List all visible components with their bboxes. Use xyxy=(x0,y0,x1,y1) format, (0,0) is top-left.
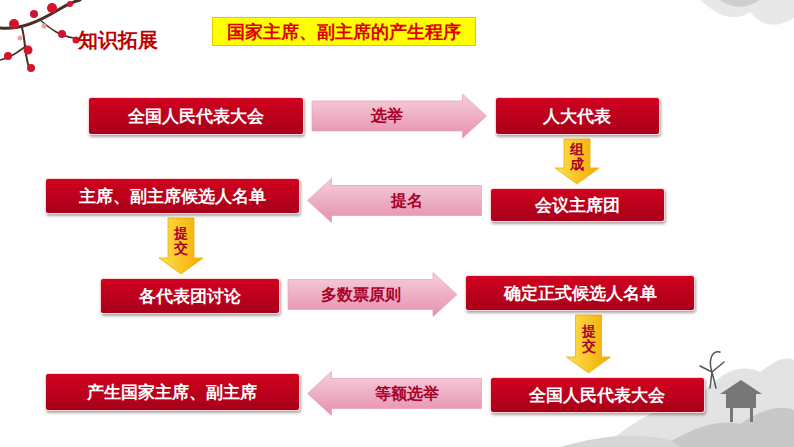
box-label: 全国人民代表大会 xyxy=(529,385,665,405)
section-label: 知识拓展 xyxy=(78,28,158,52)
process-box: 各代表团讨论 xyxy=(100,278,280,314)
block-arrow xyxy=(288,273,457,317)
process-box: 全国人民代表大会 xyxy=(88,97,304,135)
plum-branch xyxy=(0,0,80,70)
block-arrow xyxy=(308,372,482,416)
arrow-label: 提交 xyxy=(174,226,188,257)
process-box: 人大代表 xyxy=(495,97,660,135)
arrow-label: 等额选举 xyxy=(375,384,439,403)
box-label: 全国人民代表大会 xyxy=(128,106,264,126)
block-arrow xyxy=(567,315,611,373)
box-label: 确定正式候选人名单 xyxy=(504,283,657,303)
process-box: 会议主席团 xyxy=(490,188,665,222)
arrow-label: 提名 xyxy=(391,191,423,210)
block-arrow xyxy=(555,139,599,184)
title: 国家主席、副主席的产生程序 xyxy=(212,17,476,46)
process-box: 产生国家主席、副主席 xyxy=(45,373,300,411)
arrow-label: 选举 xyxy=(371,106,403,125)
arrow-label: 多数票原则 xyxy=(321,285,401,304)
box-label: 人大代表 xyxy=(543,106,611,126)
process-box: 主席、副主席候选人名单 xyxy=(45,178,300,214)
block-arrow xyxy=(159,218,203,274)
process-box: 全国人民代表大会 xyxy=(490,377,705,413)
plum-blossoms xyxy=(4,1,80,72)
box-label: 产生国家主席、副主席 xyxy=(87,382,257,402)
box-label: 会议主席团 xyxy=(535,195,620,215)
box-label: 各代表团讨论 xyxy=(139,286,241,306)
process-box: 确定正式候选人名单 xyxy=(465,275,695,311)
arrow-label: 提交 xyxy=(582,324,596,355)
box-label: 主席、副主席候选人名单 xyxy=(79,186,266,206)
block-arrow xyxy=(312,94,487,138)
block-arrow xyxy=(308,179,482,223)
arrow-label: 组成 xyxy=(570,141,584,172)
